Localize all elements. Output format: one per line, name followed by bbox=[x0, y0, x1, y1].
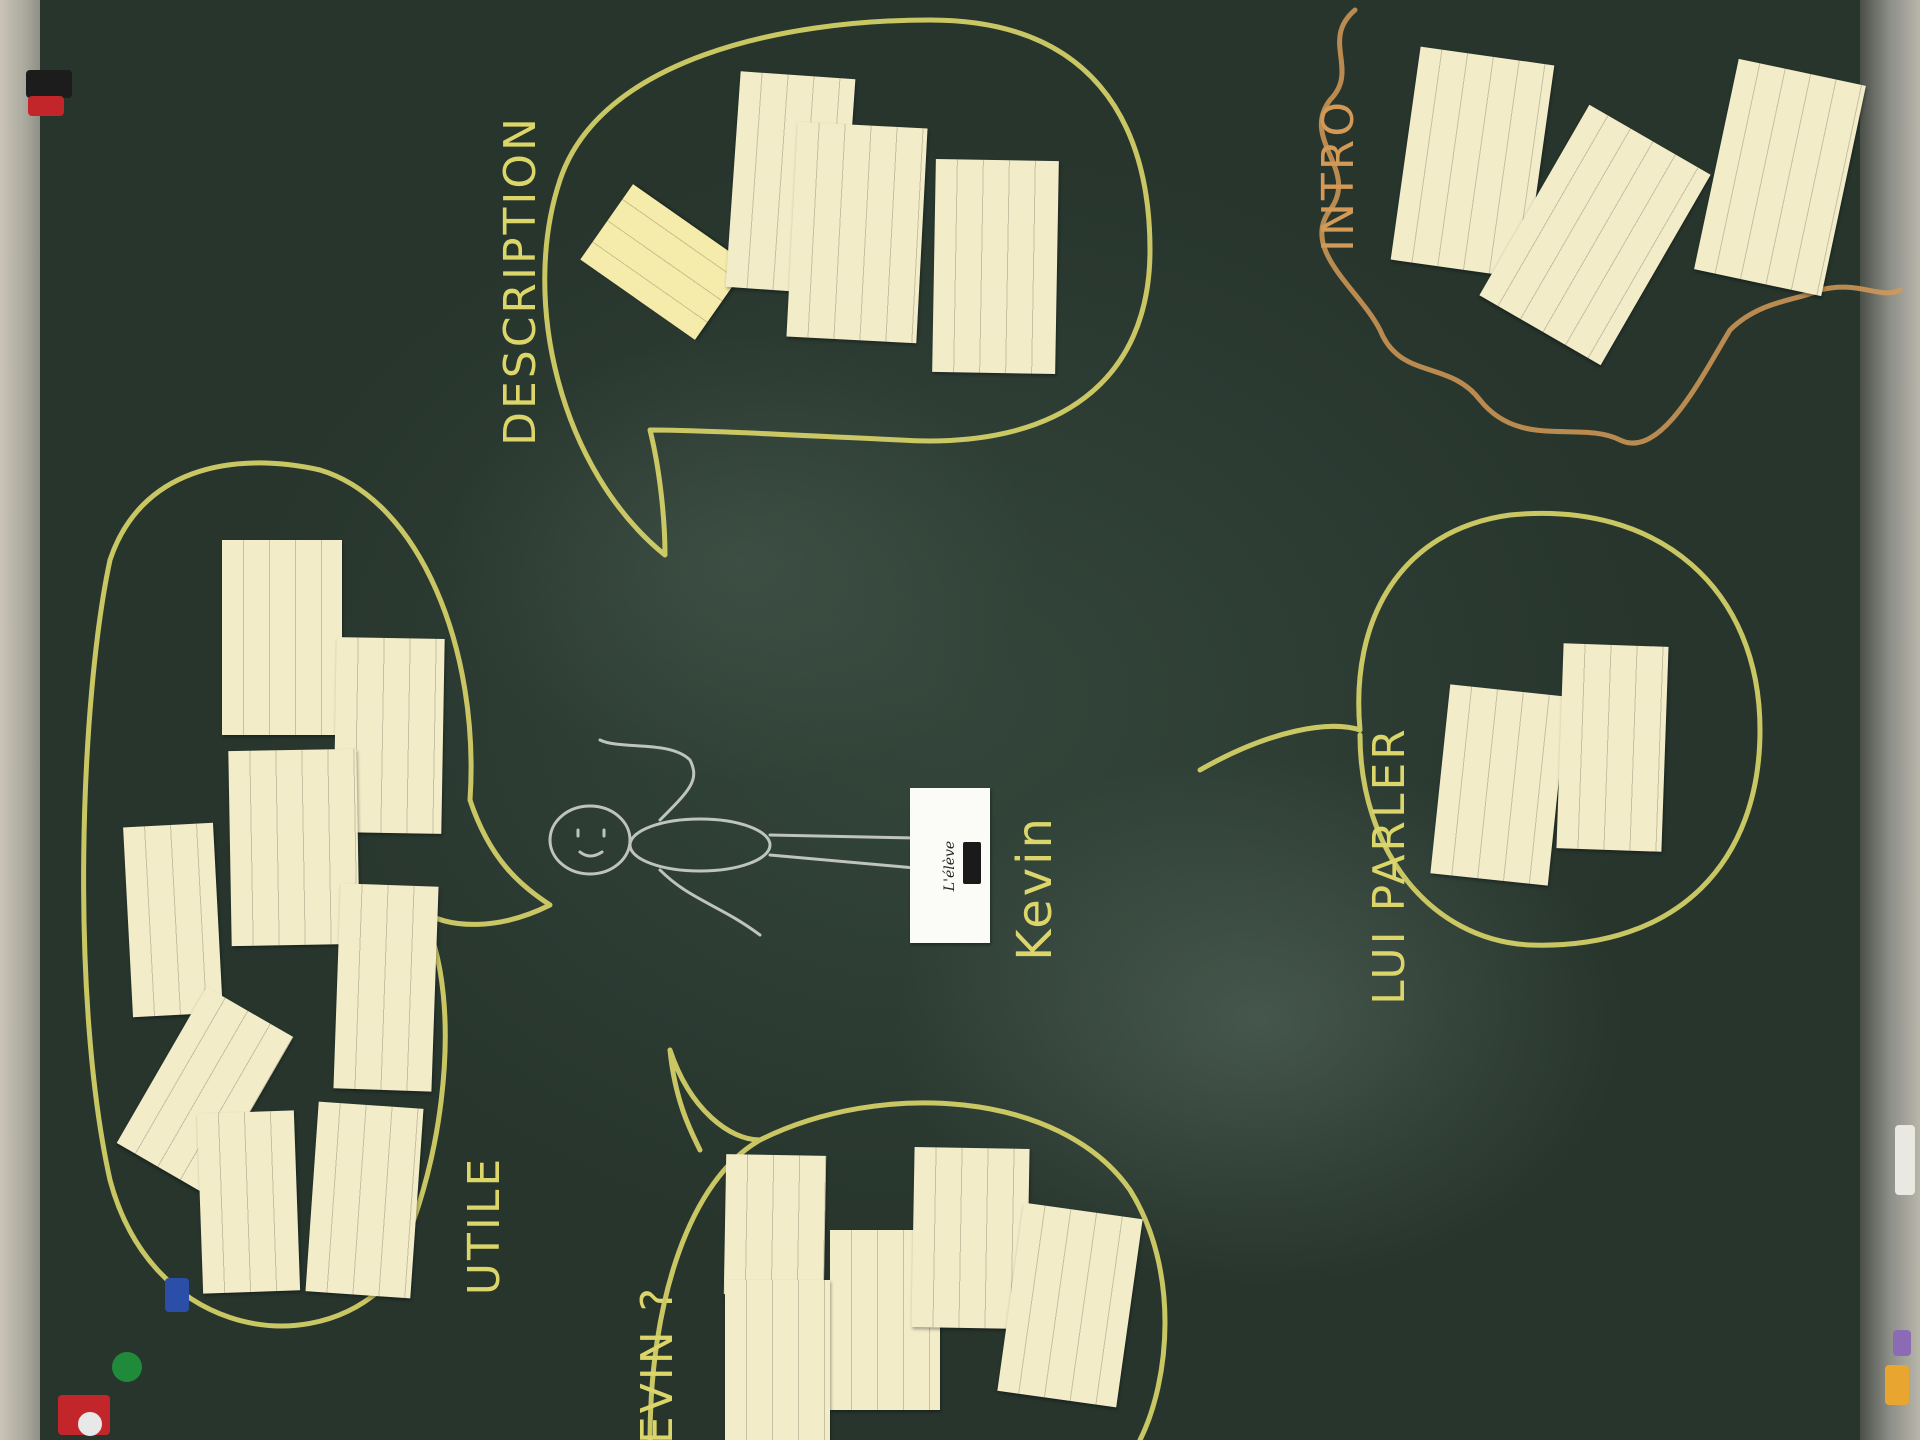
utile-note-1 bbox=[222, 540, 342, 735]
lui-parler-bubble bbox=[1197, 511, 1763, 948]
board-frame-right bbox=[1860, 0, 1920, 1440]
pushpin-icon bbox=[112, 1352, 142, 1382]
magnet-icon bbox=[26, 70, 72, 98]
description-bubble bbox=[542, 17, 1153, 558]
kevin-note-2 bbox=[830, 1230, 940, 1410]
utile-note-5 bbox=[333, 883, 439, 1092]
label-utile: UTILE bbox=[459, 1155, 511, 1296]
label-lui-parler: LUI PARLER bbox=[1363, 726, 1415, 1005]
label-kevin-question: KEVIN ? bbox=[631, 1285, 683, 1440]
description-note-3 bbox=[786, 121, 928, 344]
pushpin-icon bbox=[78, 1412, 102, 1436]
kevin-note-1 bbox=[723, 1154, 827, 1296]
label-description: DESCRIPTION bbox=[494, 115, 546, 446]
kevin-note-5 bbox=[725, 1280, 830, 1440]
label-intro: INTRO bbox=[1312, 99, 1364, 252]
utile-note-8 bbox=[305, 1101, 424, 1299]
magnet-icon bbox=[1885, 1365, 1909, 1405]
intro-cloud bbox=[1318, 7, 1903, 446]
utile-bubble bbox=[81, 460, 553, 1329]
lui-parler-note-1 bbox=[1430, 684, 1568, 886]
magnet-icon bbox=[1895, 1125, 1915, 1195]
student-label-text: L'élève bbox=[942, 840, 958, 891]
magnet-icon bbox=[1893, 1330, 1911, 1356]
lui-parler-note-2 bbox=[1556, 643, 1669, 852]
utile-note-7 bbox=[196, 1110, 301, 1294]
magnet-icon bbox=[28, 96, 64, 116]
label-kevin-name: Kevin bbox=[1006, 815, 1063, 961]
magnet-icon bbox=[165, 1278, 189, 1312]
eraser-icon bbox=[963, 842, 981, 884]
stick-figure-drawing bbox=[548, 738, 917, 937]
description-note-4 bbox=[932, 158, 1059, 375]
